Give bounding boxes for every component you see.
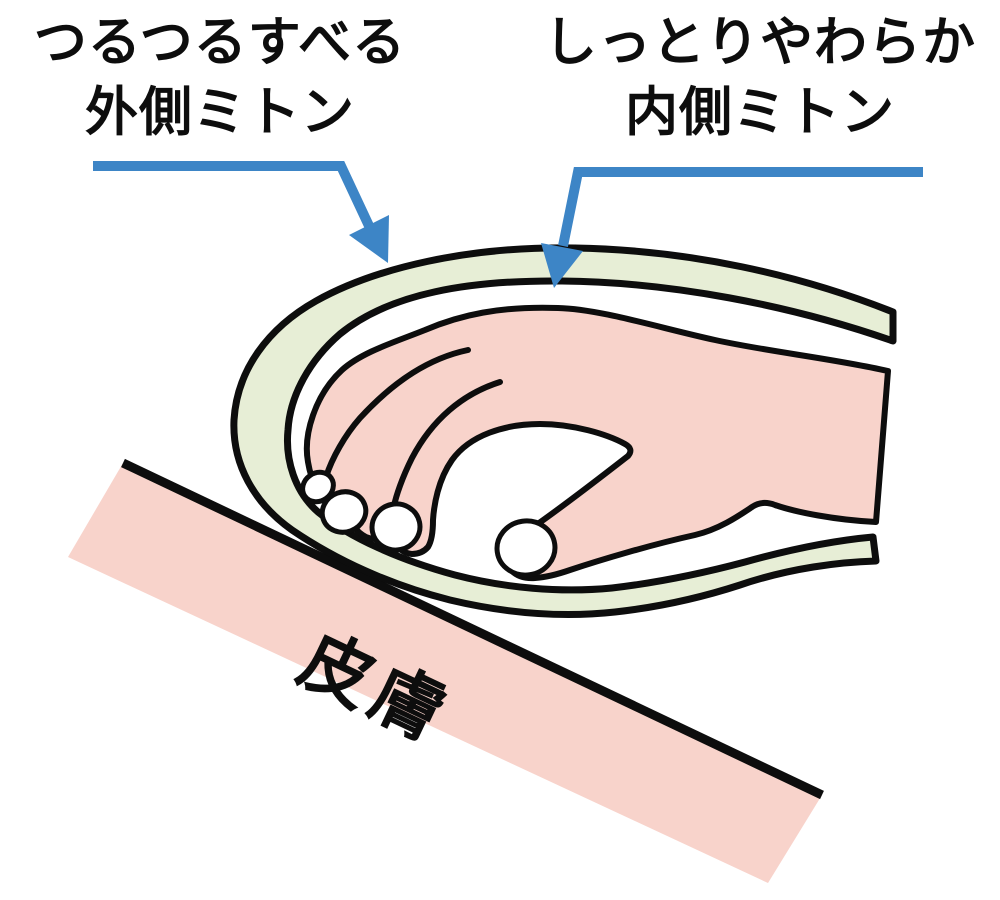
hand-outline (303, 304, 891, 582)
hand-illustration (300, 304, 891, 582)
outer-mitten-callout-label: つるつるすべる 外側ミトン (20, 8, 420, 148)
inner-mitten-arrow-icon (541, 167, 923, 288)
middle-finger-nail (369, 501, 423, 553)
outer-mitten-label-line2: 外側ミトン (85, 83, 355, 142)
finger-crease-line-1 (323, 347, 471, 480)
thumb-nail (494, 518, 558, 578)
inner-mitten-callout-label: しっとりやわらか 内側ミトン (520, 8, 1000, 148)
inner-mitten-label-line2: 内側ミトン (625, 83, 895, 142)
ring-finger-nail (319, 489, 369, 535)
outer-mitten-shape (230, 244, 897, 619)
outer-mitten-label-line1: つるつるすべる (33, 13, 407, 72)
skin-band-fill (68, 463, 822, 883)
outer-mitten-arrow-icon (93, 161, 389, 263)
skin-band (68, 458, 824, 883)
finger-crease-line-2 (391, 379, 503, 509)
skin-band-top-line (121, 458, 824, 800)
inner-mitten-label-line1: しっとりやわらか (544, 13, 976, 72)
